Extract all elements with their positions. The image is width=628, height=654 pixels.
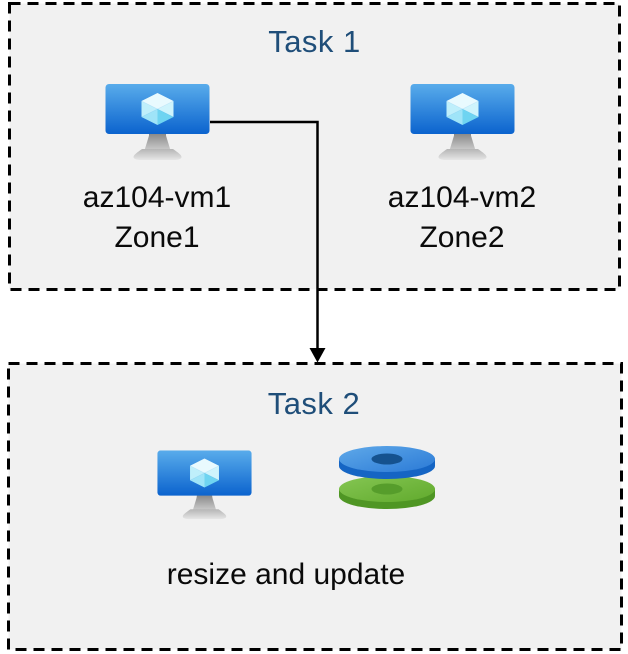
connector-arrowhead-icon [309, 348, 326, 363]
virtual-machine-icon [157, 450, 252, 525]
task2-box [7, 362, 623, 651]
vm-node-az104-vm1: az104-vm1 Zone1 [47, 84, 267, 258]
virtual-machine-icon [410, 84, 515, 166]
task1-title: Task 1 [268, 24, 361, 59]
task2-caption: resize and update [166, 558, 406, 591]
managed-disks-icon [337, 444, 437, 512]
vm-zone-label: Zone1 [114, 221, 200, 254]
vm-name-label: az104-vm1 [82, 181, 232, 214]
task1-box [8, 2, 621, 291]
connector-line [210, 120, 319, 350]
vm-name-label: az104-vm2 [387, 181, 537, 214]
vm-zone-label: Zone2 [419, 221, 505, 254]
task2-title: Task 2 [267, 386, 361, 421]
virtual-machine-icon [105, 84, 210, 166]
vm-node-az104-vm2: az104-vm2 Zone2 [352, 84, 572, 258]
